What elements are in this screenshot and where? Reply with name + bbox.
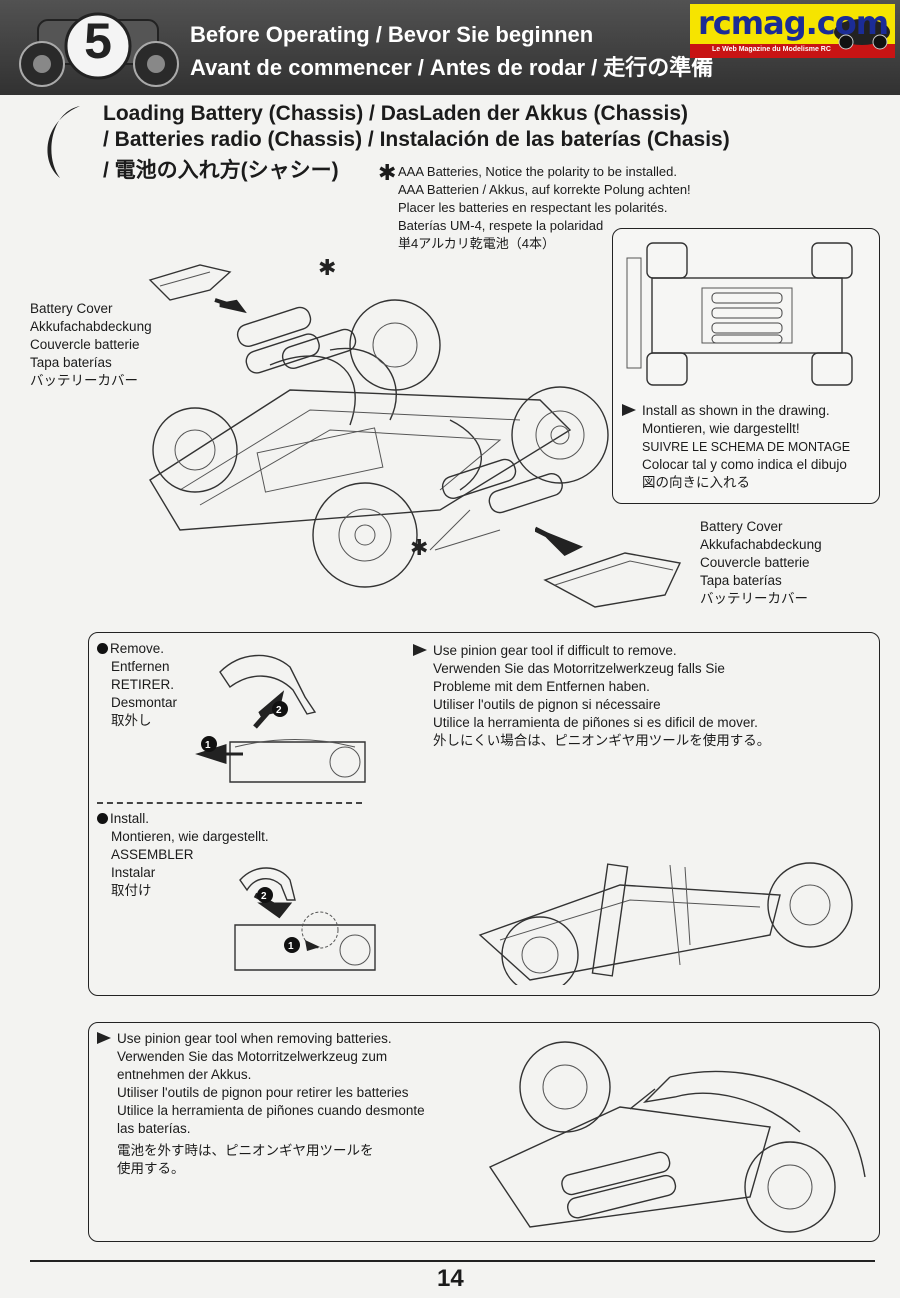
remove-cover-illustration: 2 1: [195, 654, 366, 783]
asterisk-bottom: ✱: [410, 536, 428, 561]
install-note: Install as shown in the drawing. Montier…: [622, 402, 850, 492]
logo-text: rcmag.com: [698, 4, 889, 42]
remove-batteries-illustration: [488, 1041, 866, 1233]
section-title-line2: / Batteries radio (Chassis) / Instalació…: [103, 128, 730, 151]
remove-batteries-box: [88, 1022, 880, 1242]
asterisk-top: ✱: [318, 256, 336, 281]
moon-icon: [47, 106, 80, 178]
car-badge-icon: [19, 12, 179, 87]
header-title-line2: Avant de commencer/Antes de rodar/走行の準備: [190, 55, 714, 80]
title-de: Bevor Sie beginnen: [387, 22, 594, 47]
step1-badge: 1: [205, 740, 211, 751]
battery-cover-label-left: Battery Cover Akkufachabdeckung Couvercl…: [30, 301, 152, 388]
remove-steps: Remove. Entfernen RETIRER. Desmontar 取外し: [97, 640, 177, 730]
battery-note: AAA Batteries, Notice the polarity to be…: [398, 164, 691, 251]
title-en: Before Operating: [190, 22, 370, 47]
header-title-line1: Before Operating/Bevor Sie beginnen: [190, 22, 594, 47]
section-title-line1: Loading Battery (Chassis) / DasLaden der…: [103, 102, 689, 125]
remove-batteries-note: Use pinion gear tool when removing batte…: [97, 1030, 425, 1178]
chassis-exploded-illustration: ✱ ✱: [148, 256, 609, 588]
rcmag-logo-icon: [690, 4, 895, 58]
pointer-arrow-icon: [413, 644, 427, 656]
bullet-icon: [97, 643, 108, 654]
install-step1-badge: 1: [288, 941, 294, 952]
bullet-icon: [97, 813, 108, 824]
remove-install-box: [88, 632, 880, 996]
title-fr: Avant de commencer: [190, 55, 412, 80]
step2-badge: 2: [276, 705, 282, 716]
pinion-tool-note: Use pinion gear tool if difficult to rem…: [413, 642, 770, 750]
pinion-tool-chassis-illustration: [478, 862, 853, 985]
battery-cover-label-right: Battery Cover Akkufachabdeckung Couvercl…: [700, 519, 822, 606]
logo-tagline: Le Web Magazine du Modelisme RC: [712, 46, 831, 53]
title-jp: 走行の準備: [603, 55, 714, 80]
pointer-arrow-icon: [622, 404, 636, 416]
divider: [97, 802, 362, 804]
install-step2-badge: 2: [261, 891, 267, 902]
install-note-box: [612, 228, 880, 504]
footer-rule: [30, 1260, 875, 1262]
page-number: 14: [437, 1265, 464, 1292]
chassis-top-view-illustration: [626, 242, 853, 386]
pointer-arrow-icon: [97, 1032, 111, 1044]
asterisk-mark: ✱: [378, 160, 397, 185]
install-steps: Install. Montieren, wie dargestellt. ASS…: [97, 810, 269, 900]
battery-cover-lower-illustration: [535, 526, 682, 608]
section-title-line3: / 電池の入れ方(シャシー): [103, 159, 339, 182]
title-es: Antes de rodar: [429, 55, 586, 80]
install-cover-illustration: 2 1: [234, 867, 376, 971]
step-number: 5: [84, 13, 112, 69]
